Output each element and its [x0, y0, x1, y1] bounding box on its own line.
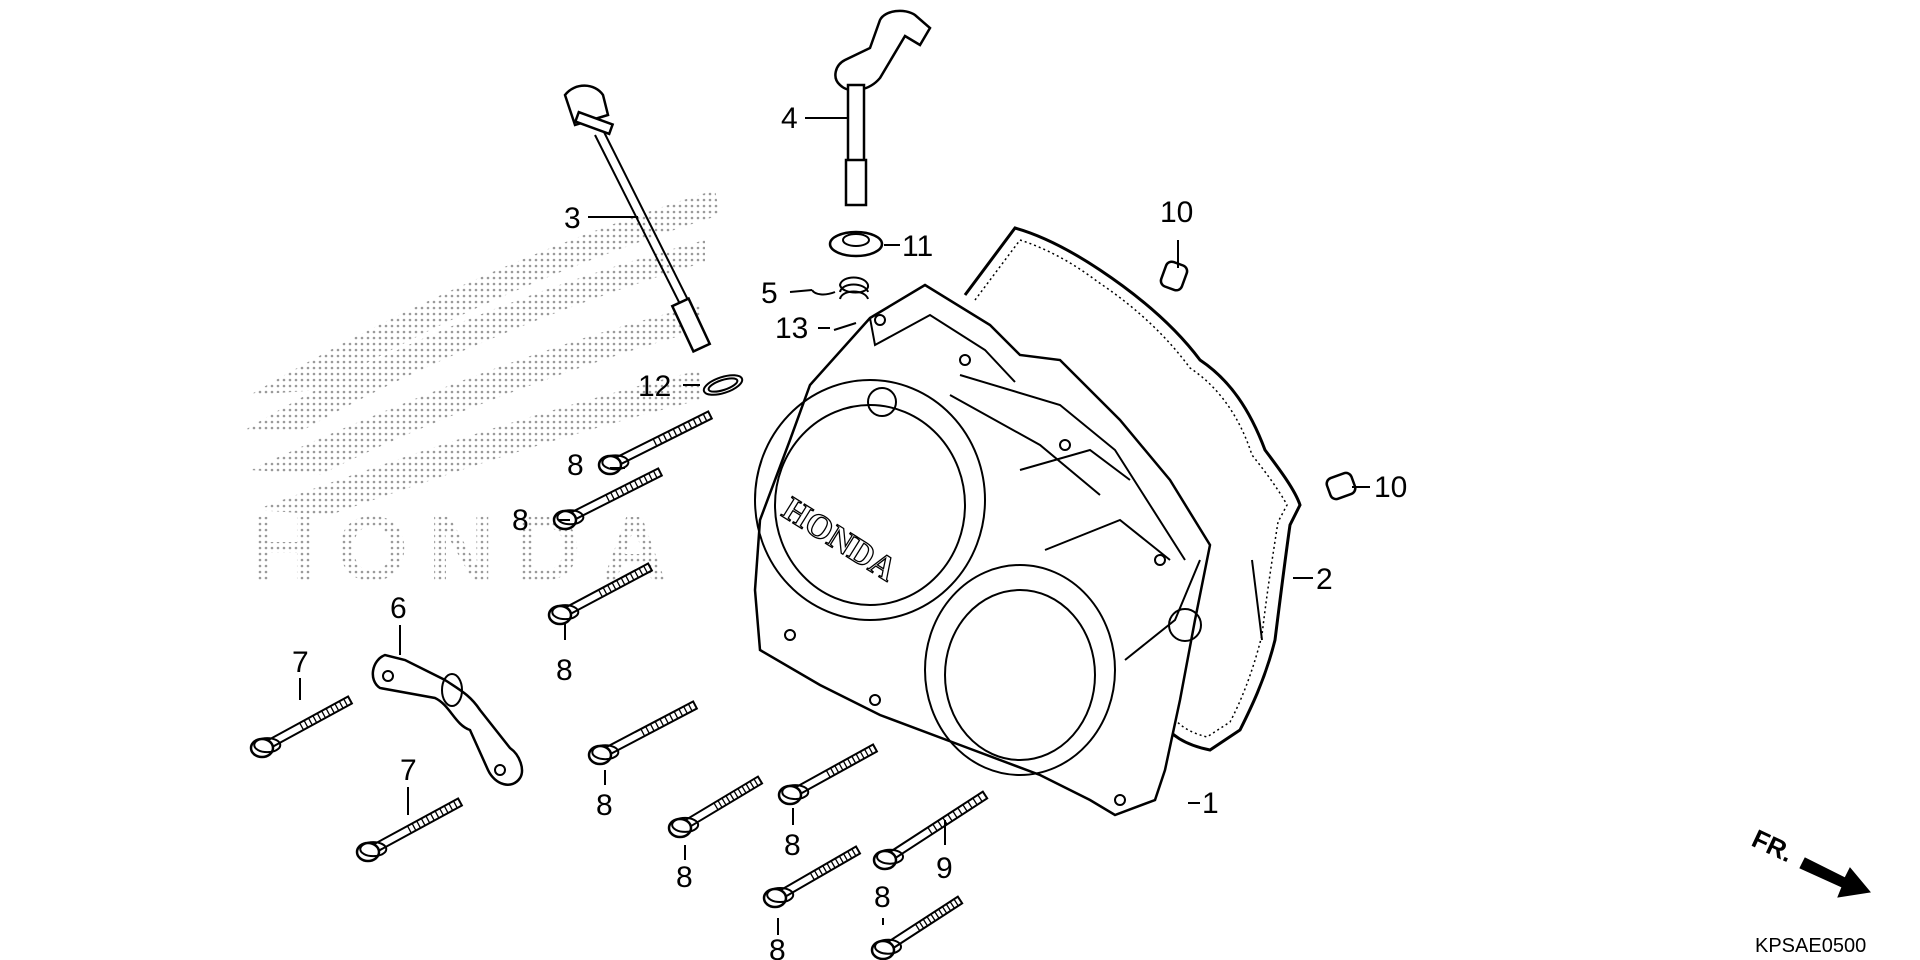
- bolt-8a: [597, 410, 714, 476]
- bolt-8g: [762, 845, 862, 909]
- callout-10a: 10: [1160, 196, 1193, 229]
- bolt-7b: [355, 797, 464, 863]
- bolt-7a: [249, 695, 354, 759]
- callout-11: 11: [902, 230, 933, 263]
- callout-1: 1: [1202, 787, 1219, 820]
- dowel-pin-upper: [1159, 260, 1189, 292]
- gasket: [963, 226, 1302, 752]
- crankcase-cover: HONDA: [753, 283, 1212, 817]
- callout-8g: 8: [769, 934, 786, 960]
- callout-9: 9: [936, 852, 953, 885]
- callout-8c: 8: [556, 654, 573, 687]
- bolt-8e: [667, 775, 764, 839]
- bolts-group: [249, 410, 989, 960]
- callout-6: 6: [390, 592, 407, 625]
- callout-4: 4: [781, 102, 798, 135]
- pin: [833, 322, 857, 331]
- callout-8d: 8: [596, 789, 613, 822]
- callout-12: 12: [638, 370, 671, 403]
- bolt-8h: [870, 895, 964, 960]
- front-arrow-icon: [1799, 857, 1871, 898]
- callout-8e: 8: [676, 861, 693, 894]
- bolt-8b: [552, 467, 664, 531]
- brand-watermark-text: HONDA: [250, 498, 687, 600]
- callout-5: 5: [761, 277, 778, 310]
- bolt-8f: [777, 743, 879, 806]
- o-ring: [702, 374, 744, 396]
- cover-stay: [371, 653, 524, 786]
- spring-clip: [811, 276, 869, 300]
- callout-13: 13: [775, 312, 808, 345]
- honda-wing-watermark: HONDA: [245, 190, 720, 600]
- callout-10b: 10: [1374, 471, 1407, 504]
- callout-8f: 8: [784, 829, 801, 862]
- callout-7a: 7: [292, 646, 309, 679]
- dowel-pin-right: [1325, 471, 1357, 501]
- bolt-9: [872, 790, 989, 871]
- callout-2: 2: [1316, 563, 1333, 596]
- callout-7b: 7: [400, 754, 417, 787]
- sensor-bracket: [834, 9, 932, 207]
- front-direction-indicator: FR.: [1747, 823, 1871, 898]
- callout-8a: 8: [567, 449, 584, 482]
- bolt-8c: [547, 562, 654, 626]
- bolt-8d: [587, 700, 699, 766]
- leader-lines: [299, 117, 1370, 935]
- callout-labels: 1 2 3 4 5 6 7 7 8 8 8 8 8 8 8 8 9 10 10 …: [292, 102, 1407, 960]
- front-label: FR.: [1747, 823, 1798, 868]
- oil-dipstick: [563, 84, 712, 354]
- oil-seal: [828, 230, 884, 258]
- callout-8b: 8: [512, 504, 529, 537]
- callout-3: 3: [564, 202, 581, 235]
- callout-8h: 8: [874, 881, 891, 914]
- diagram-code: KPSAE0500: [1755, 935, 1866, 957]
